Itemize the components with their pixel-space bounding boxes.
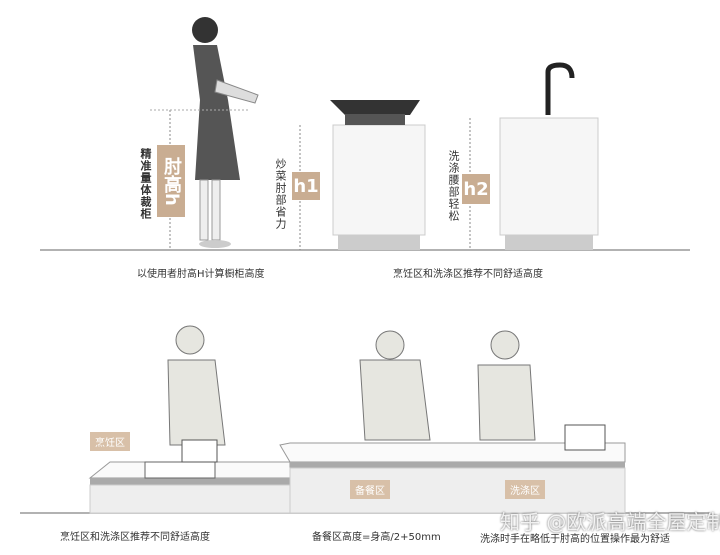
watermark: 知乎 @欧派高端全屋定制 [500,510,720,534]
zone-wash-tag: 洗涤区 [505,480,545,499]
caption-top-left: 以使用者肘高H计算橱柜高度 [137,269,265,280]
caption-top-right: 烹饪区和洗涤区推荐不同舒适高度 [393,269,543,280]
caption-bottom-3: 洗涤时手在略低于肘高的位置操作最为舒适 [480,534,670,545]
elbow-height-tag: 肘高h [157,145,185,217]
left-vertical-label: 精准量体裁柜 [139,148,152,220]
right-vertical-label: 洗涤腰部轻松 [447,150,460,222]
woman-figure [192,17,259,248]
zone-cook-tag: 烹饪区 [90,432,130,451]
h1-tag: h1 [292,172,320,200]
caption-bottom-2: 备餐区高度=身高/2+50mm [312,532,441,543]
zone-prep-tag: 备餐区 [350,480,390,499]
mid-vertical-label: 炒菜肘部省力 [274,158,287,230]
caption-bottom-1: 烹饪区和洗涤区推荐不同舒适高度 [60,532,210,543]
h2-tag: h2 [462,174,490,204]
